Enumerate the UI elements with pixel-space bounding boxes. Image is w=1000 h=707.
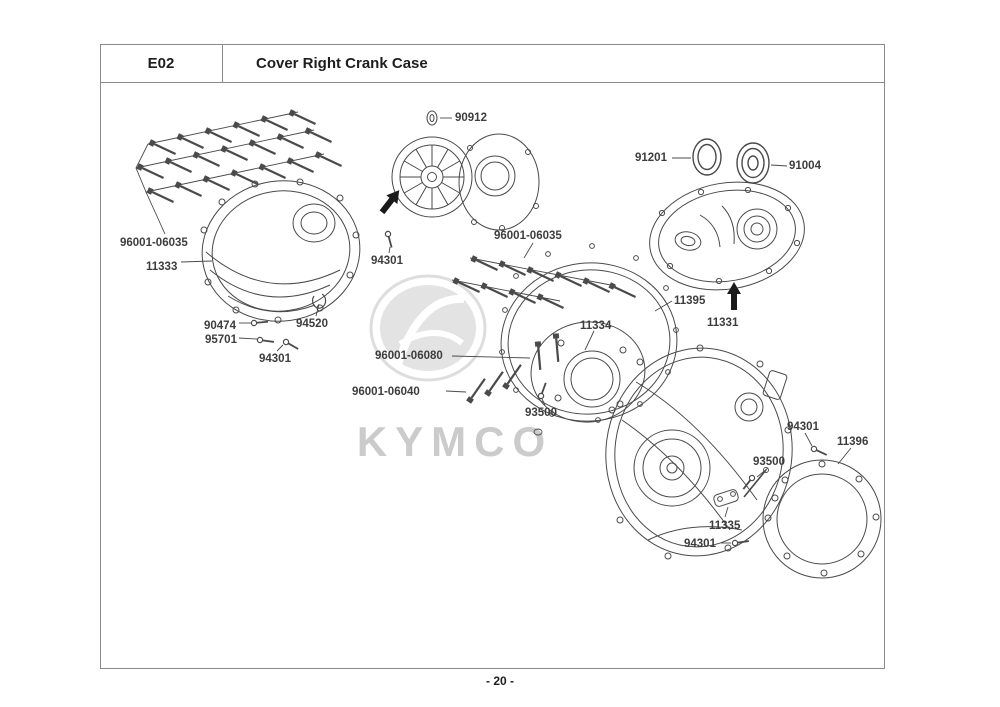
cover-11333	[180, 178, 361, 324]
part-label-93500-right: 93500	[753, 456, 785, 468]
part-label-94520: 94520	[296, 318, 328, 330]
part-label-94301-top: 94301	[371, 255, 403, 267]
washer-90912	[426, 110, 452, 126]
header-divider	[100, 82, 885, 83]
gasket-11396	[762, 447, 882, 579]
gasket-11395	[499, 243, 679, 423]
screw-94301-left	[276, 337, 301, 353]
screw-94301-right	[804, 432, 829, 459]
part-label-94301-bottom: 94301	[684, 538, 716, 550]
bracket-11335	[713, 489, 739, 518]
bolt-group-96001-06040	[445, 361, 525, 405]
seal-91004	[736, 142, 788, 184]
part-label-96001-06080: 96001-06080	[375, 350, 443, 362]
screw-95701	[238, 336, 276, 346]
screw-94301-bottom	[721, 537, 751, 547]
part-label-90912: 90912	[455, 112, 487, 124]
cover-11334	[530, 321, 646, 423]
cover-inner-view-11331	[649, 181, 805, 291]
kymco-watermark-text: KYMCO	[357, 418, 553, 465]
part-label-11396: 11396	[837, 436, 869, 448]
part-label-11333: 11333	[146, 261, 178, 273]
bolt-group-93500-right	[740, 467, 769, 498]
bolt-group-96001-06035-left	[135, 108, 344, 235]
part-label-11335: 11335	[709, 520, 741, 532]
code-box-divider	[222, 44, 223, 82]
part-label-11395: 11395	[674, 295, 706, 307]
part-label-11334: 11334	[580, 320, 612, 332]
screw-93500-center	[533, 381, 550, 436]
clip-94520	[312, 293, 327, 317]
section-code: E02	[147, 54, 175, 72]
screw-90474	[239, 318, 270, 327]
arrow-up-right-icon	[727, 282, 741, 310]
page-title: Cover Right Crank Case	[256, 54, 428, 72]
bolt-group-96001-06080	[451, 332, 563, 372]
part-label-94301-left: 94301	[259, 353, 291, 365]
fan-cover	[391, 136, 473, 218]
fan-cover-gasket	[458, 133, 540, 231]
cover-11331	[605, 344, 793, 560]
page-number: - 20 -	[485, 674, 514, 688]
screw-94301-top	[383, 229, 396, 254]
bolt-group-96001-06035-center	[451, 242, 638, 312]
part-label-94301-right: 94301	[787, 421, 819, 433]
part-label-95701: 95701	[205, 334, 237, 346]
part-label-11331: 11331	[707, 317, 739, 329]
seal-91201	[672, 138, 722, 176]
part-label-96001-06035-center: 96001-06035	[494, 230, 562, 242]
part-label-93500-center: 93500	[525, 407, 557, 419]
part-label-96001-06035-left: 96001-06035	[120, 237, 188, 249]
part-label-96001-06040: 96001-06040	[352, 386, 420, 398]
part-label-90474: 90474	[204, 320, 236, 332]
part-label-91004: 91004	[789, 160, 821, 172]
part-label-91201: 91201	[635, 152, 667, 164]
kymco-logo-watermark-icon	[369, 274, 487, 382]
